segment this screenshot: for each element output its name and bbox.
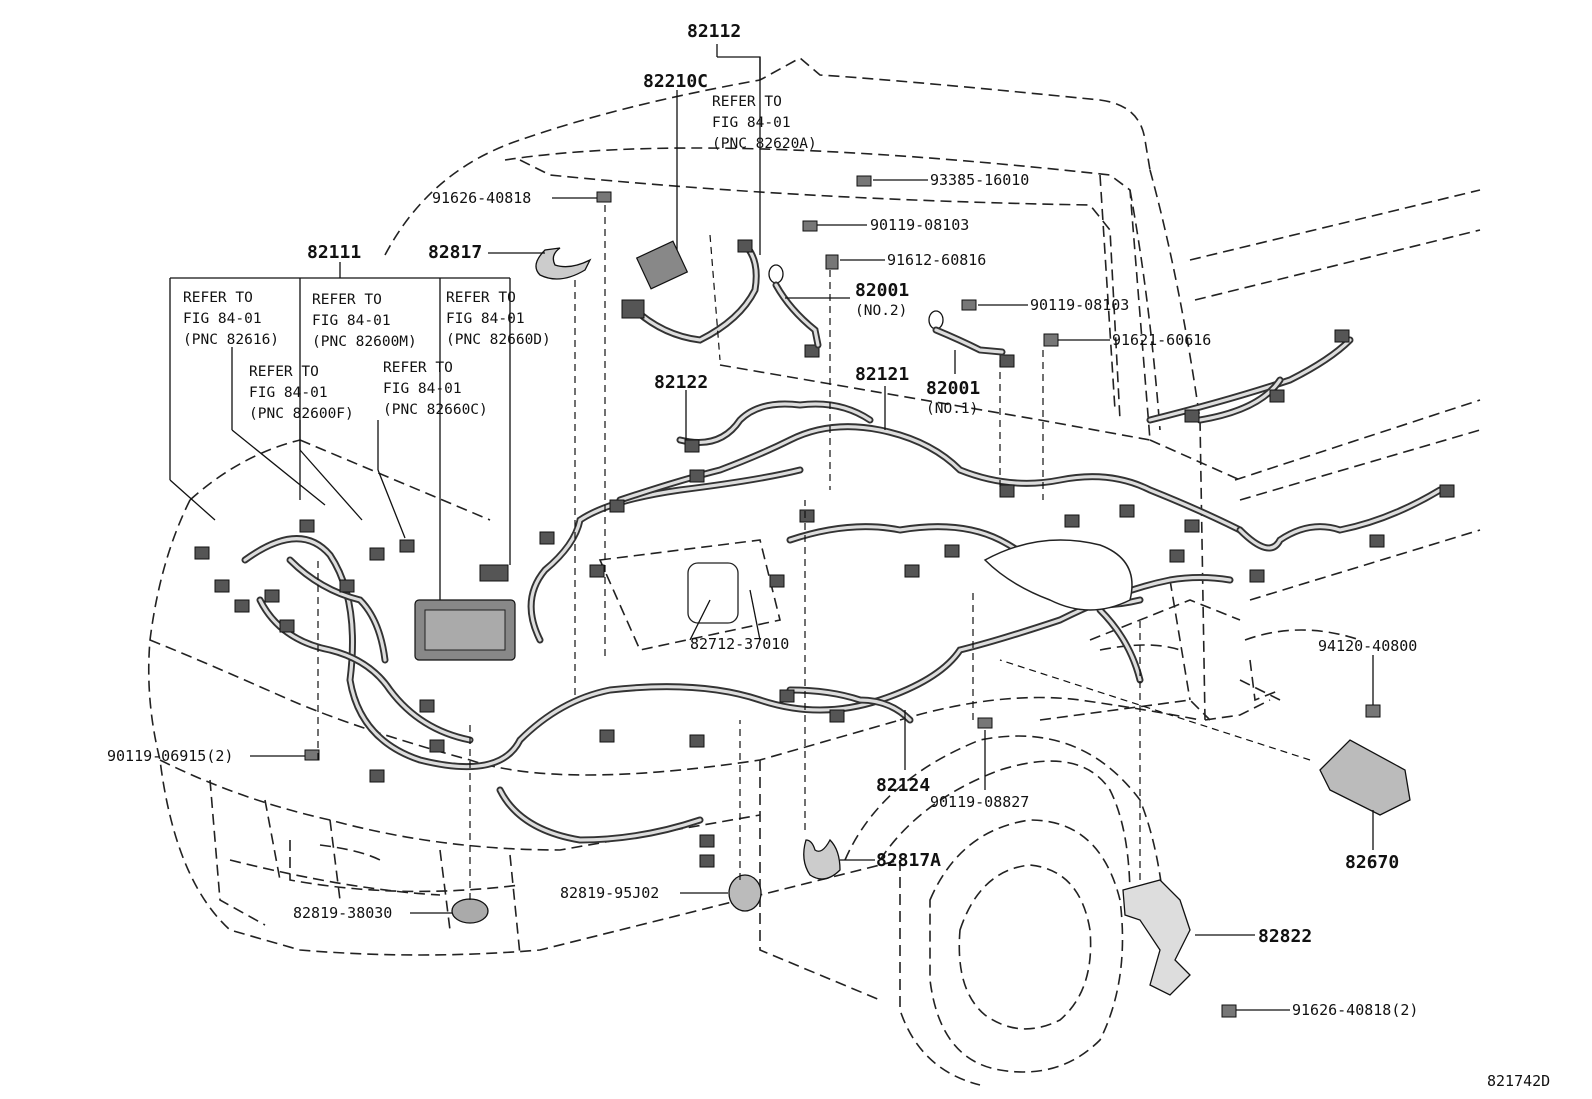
refer-note-82600F: REFER TO FIG 84-01 (PNC 82600F) <box>249 364 354 422</box>
refer-note-line: FIG 84-01 <box>183 311 262 327</box>
refer-note-line: FIG 84-01 <box>312 313 391 329</box>
harness-connectors <box>194 329 1455 868</box>
label-91612-60816: 91612-60816 <box>887 251 986 269</box>
refer-note-line: REFER TO <box>312 292 382 308</box>
label-82819-95J02: 82819-95J02 <box>560 884 659 902</box>
label-91626-40818: 91626-40818 <box>432 189 531 207</box>
component-parts <box>304 175 1411 1018</box>
label-82819-38030: 82819-38030 <box>293 904 392 922</box>
label-82124: 82124 <box>876 775 930 796</box>
part-number-labels: 82112 82210C 82111 82817 82001 (NO.2) 82… <box>107 21 1418 1019</box>
label-91626-40818-2: 91626-40818(2) <box>1292 1001 1418 1019</box>
bolt-90119-08103-b <box>961 299 977 311</box>
label-90119-06915: 90119-06915(2) <box>107 747 233 765</box>
bolt-90119-08827 <box>977 717 993 729</box>
bracket-82670 <box>1319 739 1411 816</box>
refer-note-line: REFER TO <box>183 290 253 306</box>
label-82001-no2-sub: (NO.2) <box>855 303 907 319</box>
refer-note-line: REFER TO <box>383 360 453 376</box>
label-82822: 82822 <box>1258 926 1312 947</box>
label-82670: 82670 <box>1345 852 1399 873</box>
label-82121: 82121 <box>855 364 909 385</box>
engine-room-wire-harness <box>241 336 1444 844</box>
refer-note-line: (PNC 82660D) <box>446 332 551 348</box>
refer-note-line: (PNC 82616) <box>183 332 279 348</box>
bolt-91626-40818 <box>596 191 612 203</box>
refer-note-line: FIG 84-01 <box>249 385 328 401</box>
label-82817: 82817 <box>428 242 482 263</box>
refer-note-line: FIG 84-01 <box>383 381 462 397</box>
label-93385-16010: 93385-16010 <box>930 171 1029 189</box>
refer-note-line: FIG 84-01 <box>446 311 525 327</box>
nut-94120-40800 <box>1365 704 1381 718</box>
bolt-91621-60616 <box>1043 333 1059 347</box>
refer-note-82620A: REFER TO FIG 84-01 (PNC 82620A) <box>712 94 817 152</box>
label-82210C: 82210C <box>643 71 708 92</box>
label-90119-08827: 90119-08827 <box>930 793 1029 811</box>
refer-note-line: REFER TO <box>446 290 516 306</box>
refer-note-line: (PNC 82600F) <box>249 406 354 422</box>
refer-note-line: REFER TO <box>712 94 782 110</box>
refer-note-82616: REFER TO FIG 84-01 (PNC 82616) <box>183 290 279 348</box>
refer-note-line: REFER TO <box>249 364 319 380</box>
bolt-91626-40818-2 <box>1221 1004 1237 1018</box>
label-82122: 82122 <box>654 372 708 393</box>
label-94120-40800: 94120-40800 <box>1318 637 1417 655</box>
refer-note-line: (PNC 82600M) <box>312 334 417 350</box>
label-82112: 82112 <box>687 21 741 42</box>
label-90119-08103-b: 90119-08103 <box>1030 296 1129 314</box>
label-82001-no1: 82001 <box>926 378 980 399</box>
label-82001-no1-sub: (NO.1) <box>926 401 978 417</box>
bolt-91612-60816 <box>825 254 839 270</box>
label-82001-no2: 82001 <box>855 280 909 301</box>
bolt-93385-16010 <box>856 175 872 187</box>
refer-note-82660C: REFER TO FIG 84-01 (PNC 82660C) <box>383 360 488 418</box>
grommet-82819-95J02 <box>728 874 762 912</box>
label-91621-60616: 91621-60616 <box>1112 331 1211 349</box>
figure-code: 821742D <box>1487 1072 1550 1090</box>
refer-note-82660D: REFER TO FIG 84-01 (PNC 82660D) <box>446 290 551 348</box>
clamp-82817A <box>803 838 841 880</box>
clamp-82817 <box>535 247 592 280</box>
label-82817A: 82817A <box>876 850 941 871</box>
refer-note-line: (PNC 82620A) <box>712 136 817 152</box>
bolt-90119-06915 <box>304 749 320 761</box>
label-82712-37010: 82712-37010 <box>690 635 789 653</box>
refer-note-line: (PNC 82660C) <box>383 402 488 418</box>
label-82111: 82111 <box>307 242 361 263</box>
bolt-90119-08103-a <box>802 220 818 232</box>
refer-notes: REFER TO FIG 84-01 (PNC 82620A) REFER TO… <box>183 94 817 422</box>
refer-note-line: FIG 84-01 <box>712 115 791 131</box>
bracket-82822 <box>1122 879 1191 996</box>
leader-lines <box>169 44 1374 1011</box>
grommet-82819-38030 <box>451 898 489 924</box>
relay-82210C <box>635 240 689 290</box>
label-90119-08103-a: 90119-08103 <box>870 216 969 234</box>
refer-note-82600M: REFER TO FIG 84-01 (PNC 82600M) <box>312 292 417 350</box>
vehicle-body-outline <box>147 57 1481 1086</box>
